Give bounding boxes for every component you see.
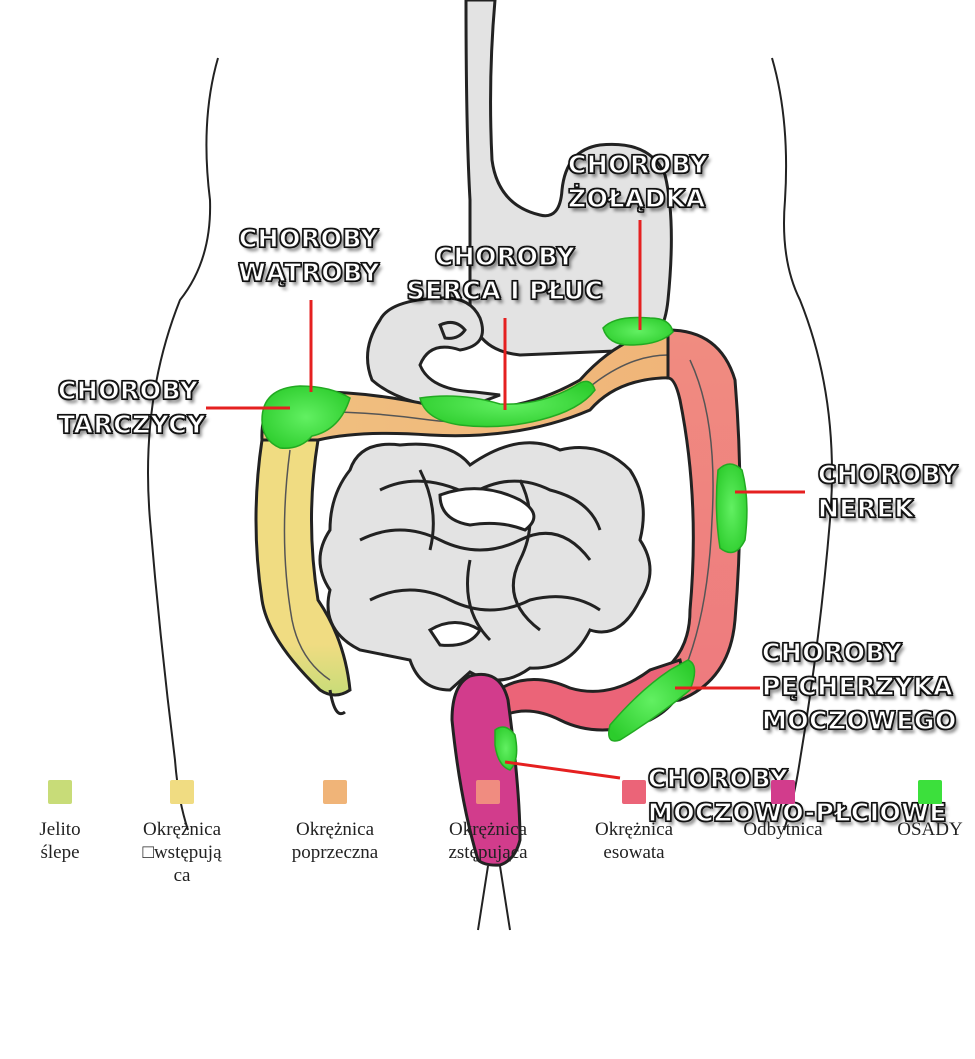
legend-label: Okrężnica: [265, 818, 405, 841]
legend-label: ślepe: [0, 841, 130, 864]
callout-line: MOCZOWEGO: [762, 704, 962, 738]
legend-swatch: [918, 780, 942, 804]
callout-stomach-diseases: CHOROBY ŻOŁĄDKA: [568, 148, 698, 216]
legend-label: OSADY: [860, 818, 975, 841]
callout-kidney-diseases: CHOROBY NEREK: [818, 458, 968, 526]
small-intestine: [320, 298, 650, 690]
legend-item-transverse-colon: Okrężnica poprzeczna: [265, 780, 405, 864]
legend-item-cecum: Jelito ślepe: [0, 780, 130, 864]
legend-label: Okrężnica: [564, 818, 704, 841]
legend-label: esowata: [564, 841, 704, 864]
callout-line: CHOROBY: [395, 240, 615, 274]
deposit-kidneys: [716, 464, 747, 553]
deposit-thyroid: [262, 386, 350, 448]
callout-line: NEREK: [818, 492, 968, 526]
legend-swatch: [48, 780, 72, 804]
callout-line: SERCA I PŁUC: [395, 274, 615, 308]
legend-item-descending-colon: Okrężnica zstępująca: [418, 780, 558, 864]
legend-label: ca: [112, 864, 252, 887]
legend-swatch: [476, 780, 500, 804]
legend-swatch: [622, 780, 646, 804]
legend-label: Odbytnica: [713, 818, 853, 841]
legend-item-rectum: Odbytnica: [713, 780, 853, 841]
callout-thyroid-diseases: CHOROBY TARCZYCY: [58, 374, 203, 442]
legend-label: zstępująca: [418, 841, 558, 864]
legend-label: Okrężnica: [418, 818, 558, 841]
pointer-genitourinary: [505, 762, 620, 778]
legend-label: □wstępują: [112, 841, 252, 864]
callout-heart-lung-diseases: CHOROBY SERCA I PŁUC: [395, 240, 615, 308]
callout-line: CHOROBY: [58, 374, 203, 408]
callout-line: WĄTROBY: [234, 256, 384, 290]
legend-item-sigmoid-colon: Okrężnica esowata: [564, 780, 704, 864]
callout-line: CHOROBY: [234, 222, 384, 256]
legend-swatch: [323, 780, 347, 804]
legend-item-ascending-colon: Okrężnica □wstępują ca: [112, 780, 252, 887]
legend-item-deposits: OSADY: [860, 780, 975, 841]
legend-label: Okrężnica: [112, 818, 252, 841]
legend-swatch: [170, 780, 194, 804]
legend-swatch: [771, 780, 795, 804]
legend-label: Jelito: [0, 818, 130, 841]
callout-line: TARCZYCY: [58, 408, 203, 442]
callout-line: PĘCHERZYKA: [762, 670, 962, 704]
callout-line: ŻOŁĄDKA: [568, 182, 698, 216]
callout-gallbladder-diseases: CHOROBY PĘCHERZYKA MOCZOWEGO: [762, 636, 962, 738]
callout-line: CHOROBY: [762, 636, 962, 670]
legend-label: poprzeczna: [265, 841, 405, 864]
callout-line: CHOROBY: [568, 148, 698, 182]
callout-liver-diseases: CHOROBY WĄTROBY: [234, 222, 384, 290]
callout-line: CHOROBY: [818, 458, 968, 492]
